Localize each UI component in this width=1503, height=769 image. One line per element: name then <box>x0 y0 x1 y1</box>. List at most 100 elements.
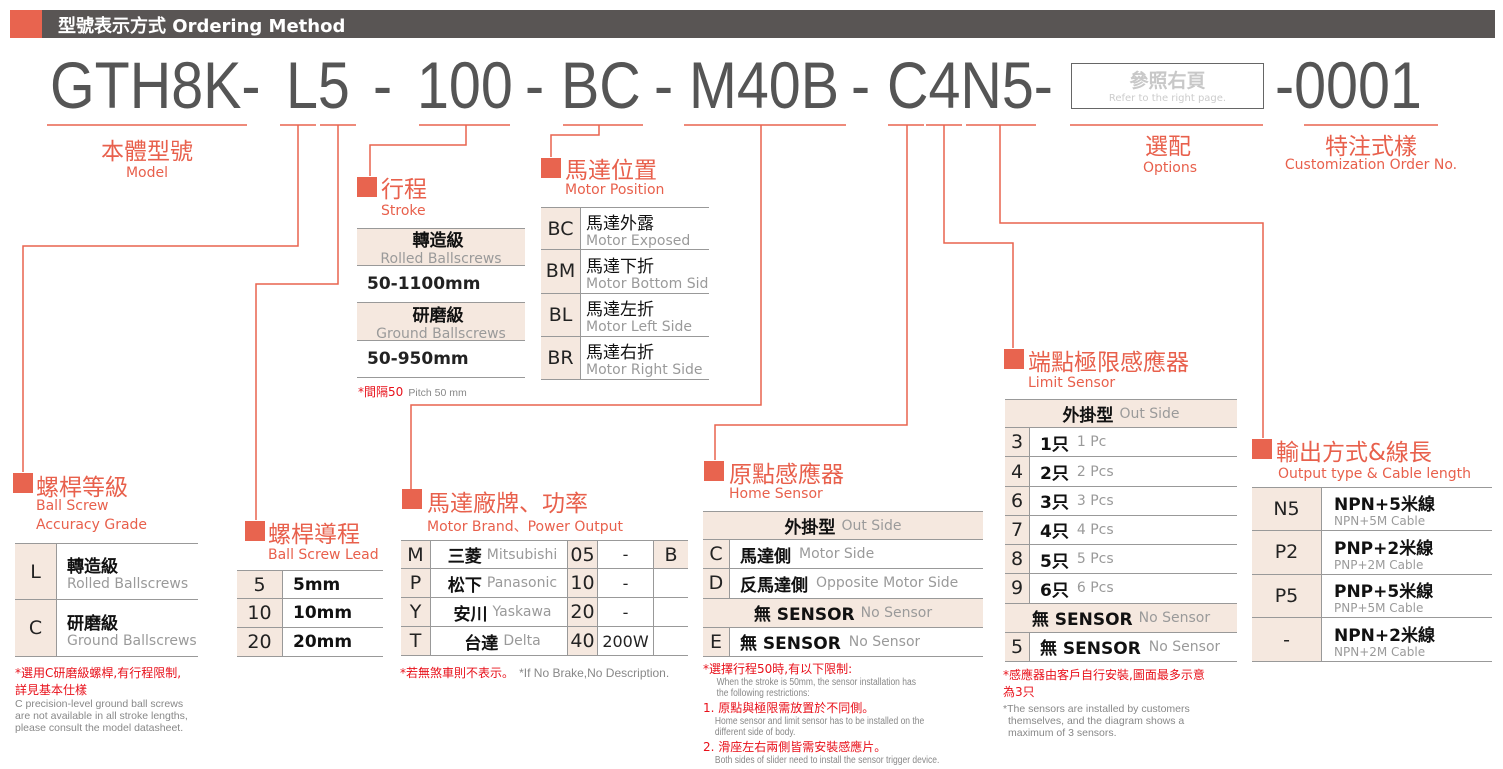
description-en: Rolled Ballscrews <box>67 576 189 592</box>
note-text: When the stroke is 50mm, the sensor inst… <box>716 677 916 688</box>
options-placeholder-en: Refer to the right page. <box>1108 93 1227 104</box>
header-accent-block <box>10 10 42 38</box>
description-zh: 馬達左折 <box>586 300 654 321</box>
description-zh: 2只 <box>1040 464 1069 485</box>
brake-code-cell <box>654 627 688 655</box>
connector-motor <box>410 125 762 489</box>
code-grade-lead: L5 <box>286 48 350 122</box>
section-marker <box>245 521 265 541</box>
label-brand-en: Motor Brand、Power Output <box>427 519 624 535</box>
label-limit-zh: 端點極限感應器 <box>1028 350 1189 376</box>
table-row: 50-950mm <box>357 341 525 378</box>
header-en: Out Side <box>1119 405 1180 422</box>
description-en: 3 Pcs <box>1076 492 1114 509</box>
code-cell: 20 <box>237 628 283 656</box>
description-en: PNP+5M Cable <box>1334 601 1424 616</box>
code-cell: E <box>703 627 730 656</box>
code-custom: -0001 <box>1275 48 1422 122</box>
note-text: *If No Brake,No Description. <box>519 666 670 680</box>
note-text: *選用C研磨級螺桿,有行程限制, <box>15 666 182 680</box>
note-text: *The sensors are installed by customers <box>1003 703 1190 715</box>
code-separator: - <box>654 48 674 122</box>
description-cell: 5mm <box>283 571 348 598</box>
header-zh: 轉造級 <box>412 231 464 252</box>
description-en: Opposite Motor Side <box>816 575 959 592</box>
description-zh: 研磨級 <box>67 613 118 634</box>
note-text: 詳見基本仕樣 <box>15 683 88 697</box>
note-text: themselves, and the diagram shows a <box>1008 715 1185 727</box>
label-model-zh: 本體型號 <box>101 139 193 165</box>
note-text: 為3只 <box>1003 685 1035 699</box>
header-en: Ground Ballscrews <box>376 325 506 340</box>
value-cell: 50-950mm <box>367 348 469 369</box>
brand-name-en: Mitsubishi <box>486 546 558 563</box>
description-zh: 反馬達側 <box>740 575 808 596</box>
description-en: Ground Ballscrews <box>67 632 197 649</box>
code-cell: N5 <box>1252 488 1322 530</box>
code-motor-position: BC <box>561 48 641 122</box>
brand-name-en: Delta <box>503 633 541 649</box>
code-cell: L <box>15 544 57 599</box>
header-zh: 外掛型 <box>1062 406 1114 427</box>
label-limit-en: Limit Sensor <box>1028 375 1116 391</box>
power-code-cell: 10 <box>568 569 598 597</box>
stroke-note: *間隔50 Pitch 50 mm <box>358 381 467 400</box>
brand-name-zh: 松下 <box>447 575 482 596</box>
code-cell: D <box>703 569 730 598</box>
header-zh: 研磨級 <box>412 305 464 326</box>
code-cell: 6 <box>1005 486 1030 515</box>
section-marker <box>402 489 422 509</box>
connector-position <box>550 125 600 157</box>
description-en: NPN+2M Cable <box>1334 645 1426 660</box>
header-zh: 無 SENSOR <box>1031 610 1133 631</box>
power-value-cell: 200W <box>598 627 654 655</box>
power-code-cell: 20 <box>568 598 598 626</box>
section-marker <box>13 473 33 493</box>
note-text: are not available in all stroke lengths, <box>15 710 188 722</box>
code-cell: 4 <box>1005 457 1030 486</box>
label-options-zh: 選配 <box>1145 134 1191 160</box>
section-title: 型號表示方式 Ordering Method <box>58 16 346 37</box>
code-cell: C <box>15 600 57 656</box>
description-zh: 5mm <box>293 574 341 595</box>
label-output-en: Output type & Cable length <box>1278 466 1471 482</box>
code-cell: P2 <box>1252 530 1322 574</box>
description-en: Motor Exposed <box>586 233 691 250</box>
label-home-en: Home Sensor <box>729 486 823 502</box>
description-zh: PNP+2米線 <box>1334 538 1434 559</box>
brand-name-zh: 三菱 <box>447 547 482 567</box>
power-value-cell: - <box>598 598 654 626</box>
code-cell: BM <box>541 250 581 293</box>
description-zh: 無 SENSOR <box>1040 639 1141 660</box>
